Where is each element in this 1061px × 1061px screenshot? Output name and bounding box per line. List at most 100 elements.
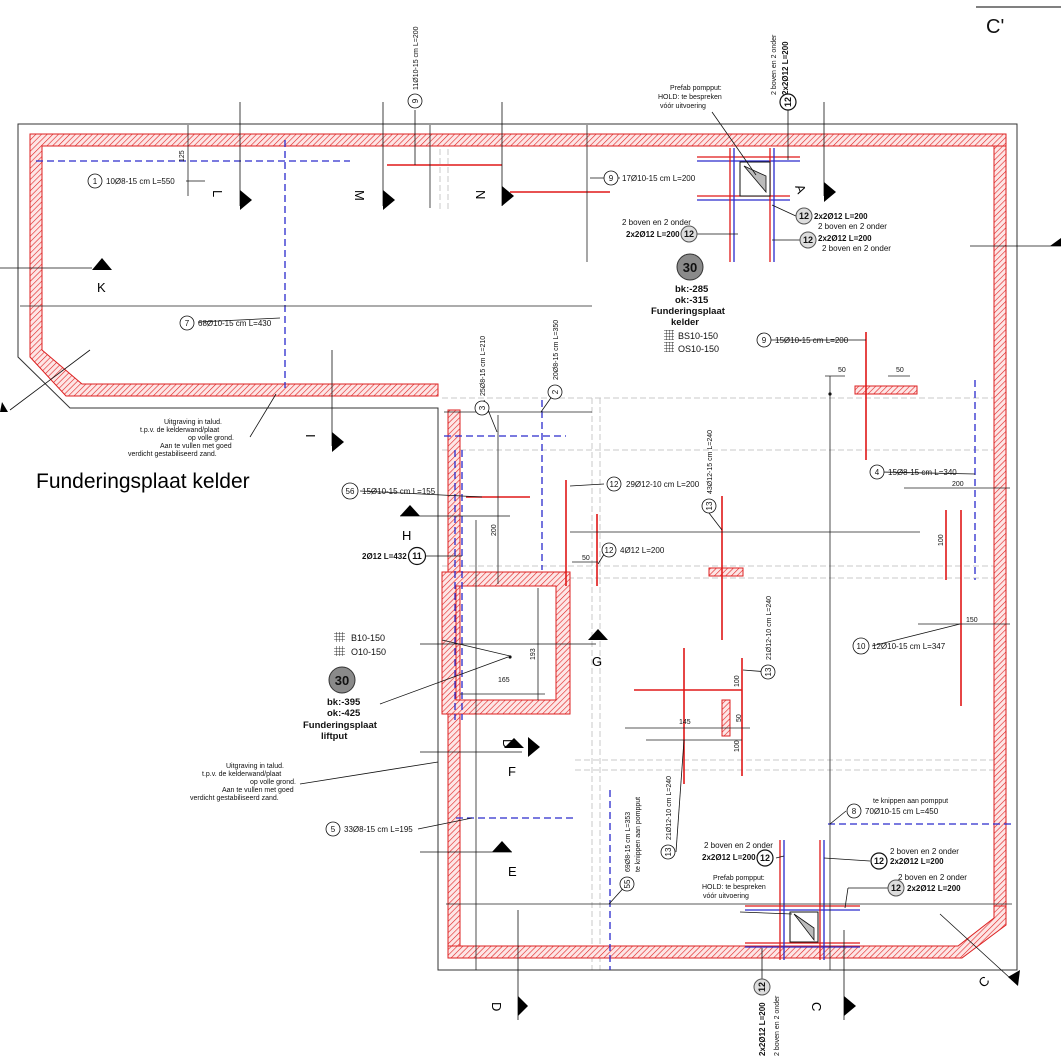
svg-text:145: 145: [679, 719, 691, 726]
svg-text:Uitgraving in talud.: Uitgraving in talud.: [226, 763, 284, 770]
svg-text:15Ø10-15 cm L=200: 15Ø10-15 cm L=200: [775, 336, 849, 345]
svg-text:13: 13: [705, 501, 714, 510]
callout-r10: 10 12Ø10-15 cm L=347: [852, 637, 946, 655]
bottom-reinforcement: [36, 140, 1012, 970]
svg-text:kelder: kelder: [671, 317, 699, 328]
svg-text:100: 100: [734, 740, 741, 752]
svg-text:12: 12: [757, 982, 767, 992]
svg-text:2 boven en 2 onder: 2 boven en 2 onder: [622, 218, 691, 227]
section-label-k: K: [97, 280, 106, 295]
svg-text:10: 10: [857, 642, 866, 651]
callout-r56: 56 15Ø10-15 cm L=155: [341, 482, 436, 500]
svg-text:70Ø10-15 cm L=450: 70Ø10-15 cm L=450: [865, 807, 939, 816]
section-label-a: A: [792, 182, 809, 196]
svg-text:4Ø12 L=200: 4Ø12 L=200: [620, 546, 665, 555]
talud-note-bottom: Uitgraving in talud. t.p.v. de kelderwan…: [190, 763, 296, 802]
svg-text:liftput: liftput: [321, 731, 348, 742]
basement-walls: [29, 133, 1007, 959]
section-label-f: F: [508, 764, 516, 779]
svg-text:15Ø8-15 cm L=340: 15Ø8-15 cm L=340: [888, 468, 957, 477]
reference-dots: [508, 392, 832, 659]
svg-text:2 boven en 2 onder: 2 boven en 2 onder: [898, 873, 967, 882]
svg-text:15Ø10-15 cm L=155: 15Ø10-15 cm L=155: [362, 487, 436, 496]
svg-text:ok:-425: ok:-425: [327, 708, 361, 719]
svg-text:2Ø12 L=432: 2Ø12 L=432: [362, 552, 407, 561]
svg-text:3: 3: [478, 405, 487, 410]
section-label-d-bottom: D: [489, 1002, 504, 1011]
slab-main-label: 30 bk:-285 ok:-315 Funderingsplaat kelde…: [651, 253, 726, 354]
svg-text:2 boven en 2 onder: 2 boven en 2 onder: [774, 995, 781, 1056]
svg-text:op volle grond.: op volle grond.: [188, 435, 234, 442]
section-letters: K L M N A I H G D F E D C C: [97, 182, 993, 1011]
svg-text:1: 1: [93, 177, 98, 186]
svg-text:HOLD: te bespreken: HOLD: te bespreken: [702, 884, 766, 891]
svg-text:verdicht gestabiliseerd zand.: verdicht gestabiliseerd zand.: [190, 795, 279, 802]
svg-text:Prefab pompput:: Prefab pompput:: [670, 85, 722, 92]
svg-text:12: 12: [799, 211, 809, 221]
svg-text:Funderingsplaat: Funderingsplaat: [651, 306, 726, 317]
svg-text:2x2Ø12 L=200: 2x2Ø12 L=200: [781, 41, 790, 95]
svg-text:150: 150: [966, 617, 978, 624]
svg-text:7: 7: [185, 319, 190, 328]
callout-r7: 7 68Ø10-15 cm L=430: [179, 315, 272, 331]
callout-r11: 2Ø12 L=432 11: [362, 546, 427, 566]
svg-text:2x2Ø12 L=200: 2x2Ø12 L=200: [818, 234, 872, 243]
svg-text:4: 4: [875, 468, 880, 477]
svg-text:B10-150: B10-150: [351, 633, 385, 643]
svg-text:20Ø8-15 cm L=350: 20Ø8-15 cm L=350: [553, 320, 560, 380]
svg-text:50: 50: [736, 714, 743, 722]
svg-text:t.p.v. de kelderwand/plaat: t.p.v. de kelderwand/plaat: [140, 427, 219, 434]
svg-text:25Ø8-15 cm L=210: 25Ø8-15 cm L=210: [480, 336, 487, 396]
svg-text:43Ø12-15 cm L=240: 43Ø12-15 cm L=240: [707, 430, 714, 494]
svg-text:Prefab pompput:: Prefab pompput:: [713, 875, 765, 882]
pump-pit-bottom-cluster: [745, 840, 860, 960]
svg-text:t.p.v. de kelderwand/plaat: t.p.v. de kelderwand/plaat: [202, 771, 281, 778]
section-label-c-bottom: C: [809, 1002, 824, 1011]
svg-text:HOLD: te bespreken: HOLD: te bespreken: [658, 94, 722, 101]
slab-outline: [17, 123, 1018, 971]
svg-text:2 boven en 2 onder: 2 boven en 2 onder: [890, 847, 959, 856]
svg-text:bk:-285: bk:-285: [675, 284, 709, 295]
callout-r5: 5 33Ø8-15 cm L=195: [325, 821, 413, 837]
callout-r3: 3 25Ø8-15 cm L=210: [474, 336, 490, 416]
title-block-corner: C': [976, 6, 1061, 38]
svg-text:2 boven en 2 onder: 2 boven en 2 onder: [704, 841, 773, 850]
svg-text:9: 9: [609, 174, 614, 183]
callout-r1: 1 10Ø8-15 cm L=550: [87, 173, 175, 189]
svg-text:12: 12: [874, 856, 884, 866]
svg-text:Aan te vullen met goed: Aan te vullen met goed: [222, 787, 294, 794]
pump-pit-top-cluster: [697, 148, 800, 262]
svg-text:12: 12: [760, 853, 770, 863]
svg-text:ok:-315: ok:-315: [675, 295, 709, 306]
svg-text:17Ø10-15 cm L=200: 17Ø10-15 cm L=200: [622, 174, 696, 183]
callout-r13-21b: 13 21Ø12-10 cm L=240: [660, 776, 676, 860]
callout-r4: 4 15Ø8-15 cm L=340: [869, 464, 957, 480]
svg-text:te knippen aan pompput: te knippen aan pompput: [873, 798, 948, 805]
callout-r12-4: 12 4Ø12 L=200: [601, 542, 665, 558]
section-label-i: I: [303, 434, 318, 438]
section-label-c-corner: C: [975, 973, 992, 990]
section-label-h: H: [402, 528, 411, 543]
svg-text:bk:-395: bk:-395: [327, 697, 361, 708]
svg-text:200: 200: [491, 524, 498, 536]
svg-text:2x2Ø12 L=200: 2x2Ø12 L=200: [890, 857, 944, 866]
svg-text:12: 12: [783, 97, 793, 107]
slab-lift-label: B10-150 O10-150 30 bk:-395 ok:-425 Funde…: [303, 632, 386, 742]
svg-text:Aan te vullen met goed: Aan te vullen met goed: [160, 443, 232, 450]
section-label-n: N: [473, 190, 488, 199]
section-label-d-mid: D: [500, 739, 515, 748]
svg-text:2x2Ø12 L=200: 2x2Ø12 L=200: [758, 1002, 767, 1056]
section-label-m: M: [352, 190, 367, 201]
callout-r13-43: 13 43Ø12-15 cm L=240: [701, 430, 717, 514]
svg-text:12: 12: [891, 883, 901, 893]
svg-text:200: 200: [952, 481, 964, 488]
pump-top-labels: Prefab pompput: HOLD: te bespreken vóór …: [622, 34, 891, 253]
callout-r2: 2 20Ø8-15 cm L=350: [547, 320, 563, 400]
svg-text:2x2Ø12 L=200: 2x2Ø12 L=200: [907, 884, 961, 893]
svg-text:te knippen aan pompput: te knippen aan pompput: [635, 797, 642, 872]
svg-text:OS10-150: OS10-150: [678, 344, 719, 354]
svg-text:12Ø10-15 cm L=347: 12Ø10-15 cm L=347: [872, 642, 946, 651]
svg-text:vóór uitvoering: vóór uitvoering: [660, 103, 706, 110]
svg-text:2: 2: [551, 389, 560, 394]
svg-text:21Ø12-10 cm L=240: 21Ø12-10 cm L=240: [766, 596, 773, 660]
